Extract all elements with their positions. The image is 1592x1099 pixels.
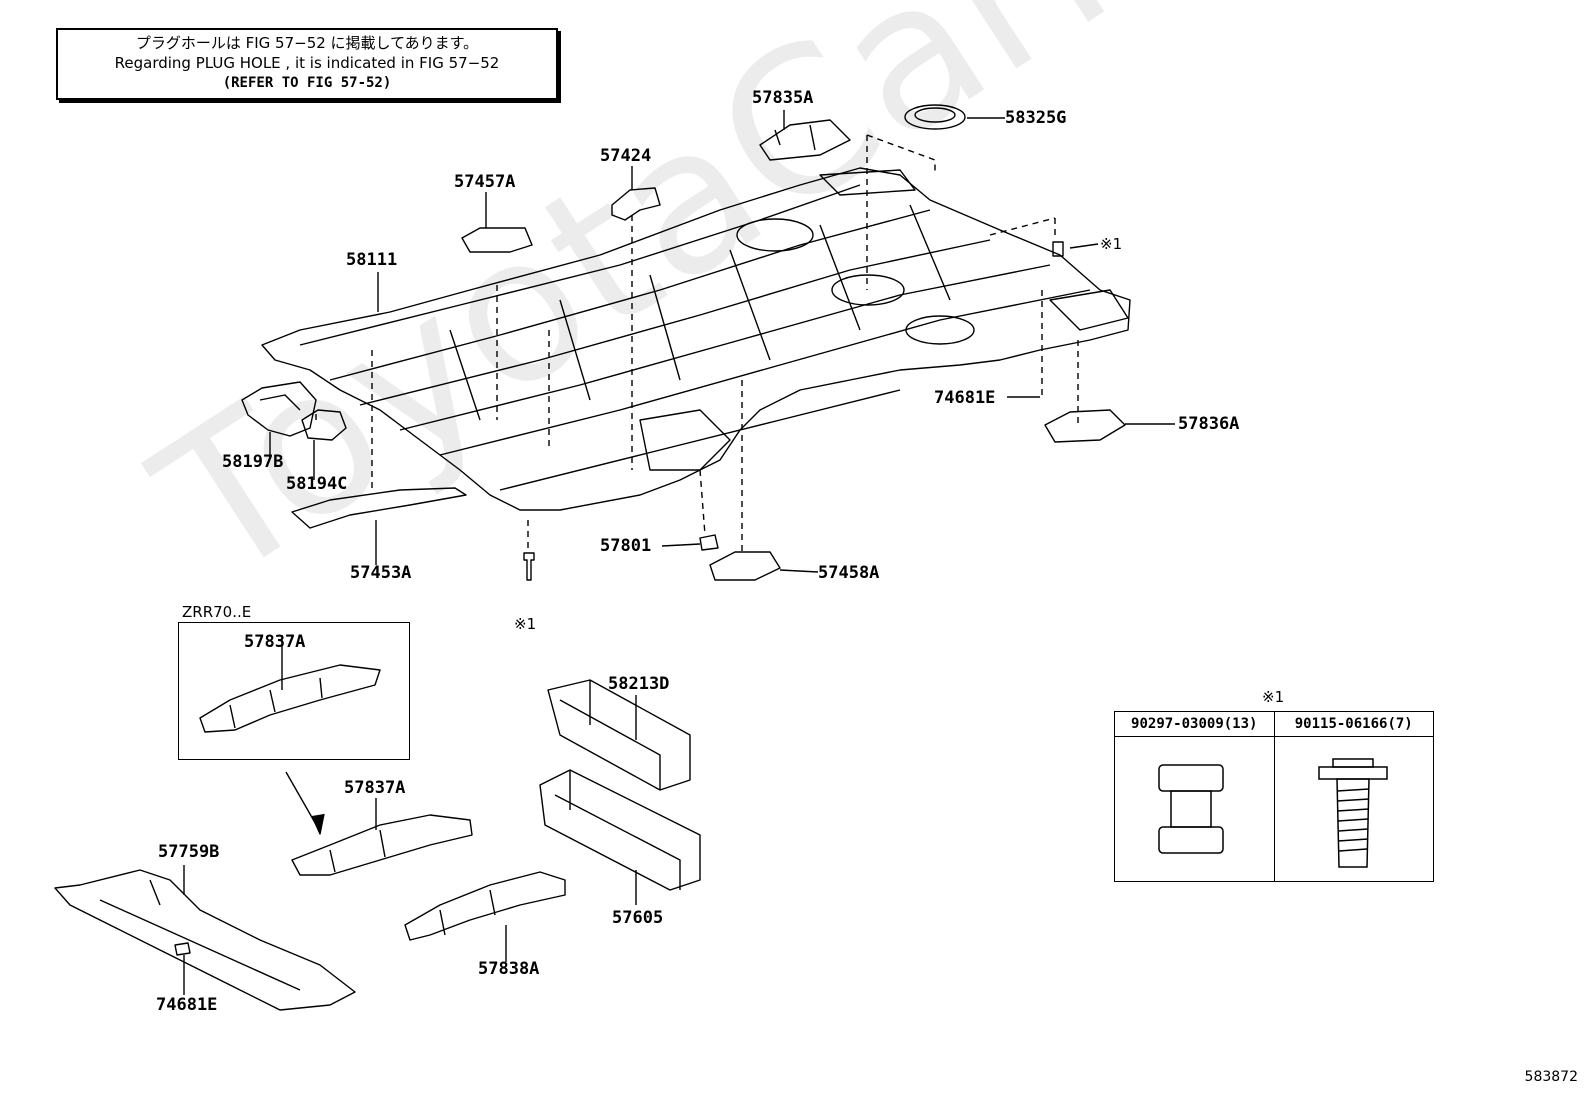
label-57837A-inset: 57837A [244, 632, 306, 652]
clip-icon [1158, 764, 1224, 854]
part-57424 [611, 187, 661, 221]
part-57838A [404, 871, 566, 941]
label-57605: 57605 [612, 908, 664, 928]
part-57836A [1044, 409, 1126, 443]
label-58111: 58111 [346, 250, 398, 270]
label-mark1-bottom: ※1 [514, 615, 537, 633]
label-74681E-bottom: 74681E [156, 995, 218, 1015]
part-57453A [291, 487, 467, 529]
part-58213D [547, 679, 691, 791]
label-74681E-top: 74681E [934, 388, 996, 408]
fastener-mark: ※1 [1262, 688, 1285, 706]
fastener-bolt-cell [1273, 736, 1434, 882]
part-58325G [904, 104, 966, 130]
clip-mark1 [1052, 241, 1064, 257]
reference-note: プラグホールは FIG 57−52 に掲載してあります。 Regarding P… [56, 28, 558, 100]
inset-part-57837A [199, 664, 381, 733]
part-57458A [709, 551, 781, 581]
floor-pan-58111 [261, 167, 1131, 511]
label-57453A: 57453A [350, 563, 412, 583]
fastener-table: 90297-03009(13) 90115-06166(7) [1114, 711, 1434, 882]
label-57838A: 57838A [478, 959, 540, 979]
label-57457A: 57457A [454, 172, 516, 192]
part-57759B [54, 869, 356, 1011]
part-58197B [241, 381, 317, 437]
inset-frame [178, 622, 410, 760]
label-58213D: 58213D [608, 674, 670, 694]
label-57837A: 57837A [344, 778, 406, 798]
bolt-icon [1318, 758, 1388, 868]
fastener-clip-cell [1114, 736, 1275, 882]
label-57424: 57424 [600, 146, 652, 166]
note-line-japanese: プラグホールは FIG 57−52 に掲載してあります。 [135, 34, 479, 52]
label-58194C: 58194C [286, 474, 348, 494]
part-57837A [291, 814, 473, 876]
part-57801 [699, 534, 719, 551]
label-58325G: 58325G [1005, 108, 1067, 128]
label-57835A: 57835A [752, 88, 814, 108]
part-74681E-bottom [174, 942, 191, 956]
label-58197B: 58197B [222, 452, 284, 472]
part-57835A [759, 119, 851, 161]
part-58194C [301, 409, 347, 441]
inset-title: ZRR70..E [182, 603, 252, 621]
label-57836A: 57836A [1178, 414, 1240, 434]
note-line-refer: (REFER TO FIG 57-52) [222, 75, 392, 91]
label-mark1-right: ※1 [1100, 235, 1123, 253]
part-57605 [539, 769, 701, 891]
bolt-mark1 [523, 552, 535, 581]
fastener-col1-header: 90297-03009(13) [1114, 711, 1275, 737]
fastener-col2-header: 90115-06166(7) [1273, 711, 1434, 737]
label-57801: 57801 [600, 536, 652, 556]
part-57457A [461, 227, 533, 253]
figure-id: 583872 [1524, 1069, 1578, 1085]
label-57458A: 57458A [818, 563, 880, 583]
label-57759B: 57759B [158, 842, 220, 862]
note-line-english: Regarding PLUG HOLE , it is indicated in… [114, 54, 500, 72]
